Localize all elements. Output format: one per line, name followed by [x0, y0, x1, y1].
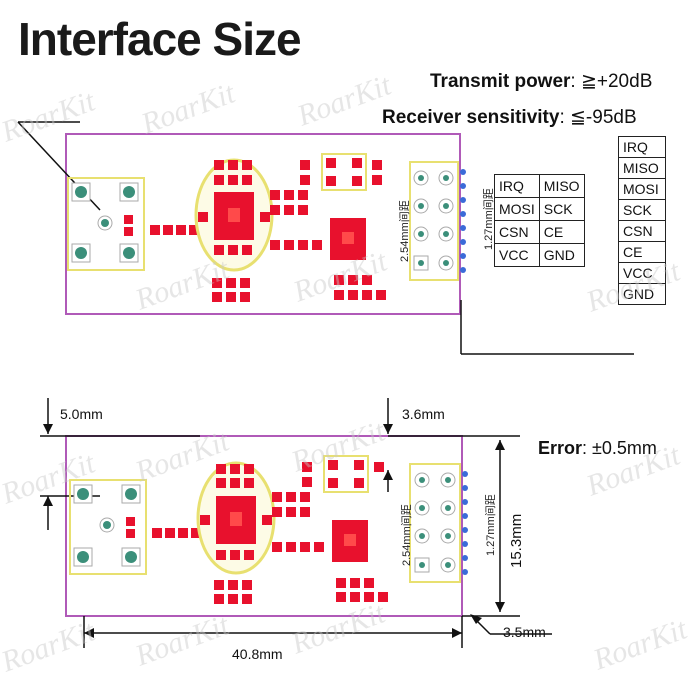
transmit-power-label: Transmit power	[430, 71, 571, 92]
error-label: Error	[538, 438, 583, 458]
bottom-pitch-127-label: 1.27mm间距	[485, 494, 497, 556]
page-title: Interface Size	[18, 13, 302, 65]
top-board-outline	[65, 133, 461, 315]
receiver-sensitivity-spec: Receiver sensitivity: ≦-95dB	[382, 106, 637, 129]
bottom-board-outline	[65, 435, 463, 617]
pin-cell: CE	[538, 220, 585, 244]
pin-cell: MISO	[538, 174, 585, 198]
transmit-power-value: : ≧+20dB	[570, 71, 653, 92]
top-pitch-254-label: 2.54mm间距	[399, 200, 411, 262]
top-board	[17, 121, 634, 355]
right-margin-label: 3.6mm	[402, 406, 445, 422]
pin-column-cell: SCK	[618, 199, 666, 221]
error-value: : ±0.5mm	[582, 438, 657, 458]
width-label: 40.8mm	[232, 646, 283, 662]
pin-cell: SCK	[538, 197, 585, 221]
pin-column-cell: GND	[618, 283, 666, 305]
bottom-board	[40, 398, 552, 648]
pin-cell: IRQ	[494, 174, 540, 198]
receiver-sensitivity-label: Receiver sensitivity	[382, 107, 560, 128]
top-header	[409, 161, 459, 281]
pin-column-cell: IRQ	[618, 136, 666, 158]
pin-cell: CSN	[494, 220, 540, 244]
bottom-pitch-254-label: 2.54mm间距	[401, 504, 413, 566]
pin-column-cell: VCC	[618, 262, 666, 284]
pin-column: IRQ MISO MOSI SCK CSN CE VCC GND	[618, 136, 666, 305]
edge-label: 3.5mm	[503, 624, 546, 640]
receiver-sensitivity-value: : ≦-95dB	[559, 107, 637, 128]
error-spec: Error: ±0.5mm	[538, 438, 657, 459]
height-label: 15.3mm	[508, 513, 525, 568]
left-margin-label: 5.0mm	[60, 406, 103, 422]
top-left-connector	[67, 177, 145, 271]
pin-cell: MOSI	[494, 197, 540, 221]
pin-column-cell: CSN	[618, 220, 666, 242]
pin-cell: GND	[538, 243, 585, 267]
pin-column-cell: MISO	[618, 157, 666, 179]
pin-cell: VCC	[494, 243, 540, 267]
pin-column-cell: MOSI	[618, 178, 666, 200]
transmit-power-spec: Transmit power: ≧+20dB	[430, 70, 652, 93]
